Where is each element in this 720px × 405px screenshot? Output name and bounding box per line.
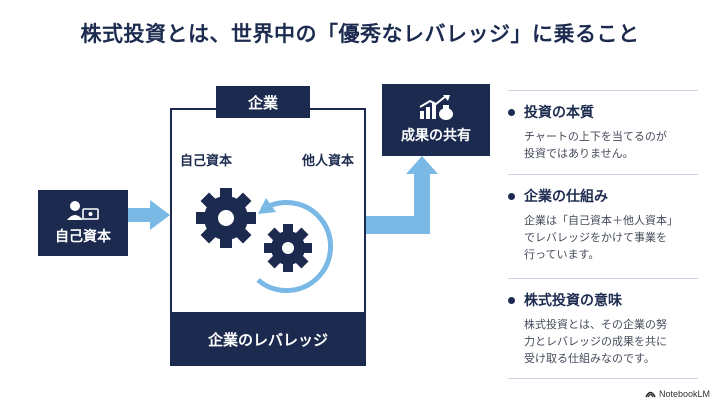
point-1-body: チャートの上下を当てるのが 投資ではありません。	[524, 130, 667, 160]
own-capital-label: 自己資本	[180, 154, 233, 169]
other-capital-label: 他人資本	[302, 154, 355, 169]
investor-icon	[67, 201, 99, 220]
gear-icon	[196, 188, 256, 248]
point-3-heading: 株式投資の意味	[524, 293, 622, 309]
point-2: 企業の仕組み 企業は「自己資本＋他人資本」 でレバレッジをかけて事業を 行ってい…	[508, 186, 698, 263]
input-arrow	[128, 200, 170, 230]
point-1: 投資の本質 チャートの上下を当てるのが 投資ではありません。	[508, 102, 698, 162]
investor-box: 自己資本	[38, 190, 128, 256]
bullet-icon	[508, 108, 515, 116]
notebooklm-logo-icon	[645, 391, 656, 398]
divider	[508, 90, 698, 91]
divider	[508, 174, 698, 175]
page-title: 株式投資とは、世界中の「優秀なレバレッジ」に乗ること	[80, 22, 640, 46]
brand-mark: NotebookLM	[645, 389, 710, 399]
investor-label: 自己資本	[55, 229, 111, 245]
point-1-heading: 投資の本質	[524, 105, 594, 121]
money-bag-chart-icon	[419, 95, 453, 120]
leverage-box: 企業のレバレッジ	[170, 312, 366, 366]
refresh-arrow-icon	[256, 198, 333, 293]
bullet-icon	[508, 192, 515, 200]
gear-icon	[264, 224, 312, 272]
bullet-icon	[508, 296, 515, 304]
point-3: 株式投資の意味 株式投資とは、その企業の努 力とレバレッジの成果を共に 受け取る…	[508, 290, 698, 367]
leverage-label: 企業のレバレッジ	[207, 330, 328, 349]
point-2-heading: 企業の仕組み	[524, 189, 608, 205]
company-box: 企業	[216, 86, 310, 118]
point-2-body: 企業は「自己資本＋他人資本」 でレバレッジをかけて事業を 行っています。	[524, 214, 678, 261]
divider	[508, 278, 698, 279]
brand-label: NotebookLM	[658, 389, 710, 399]
result-box: 成果の共有	[382, 84, 490, 156]
result-label: 成果の共有	[401, 128, 471, 144]
divider	[508, 378, 698, 379]
company-label: 企業	[247, 93, 278, 112]
point-3-body: 株式投資とは、その企業の努 力とレバレッジの成果を共に 受け取る仕組みなのです。	[524, 318, 667, 365]
output-arrow	[356, 156, 438, 234]
